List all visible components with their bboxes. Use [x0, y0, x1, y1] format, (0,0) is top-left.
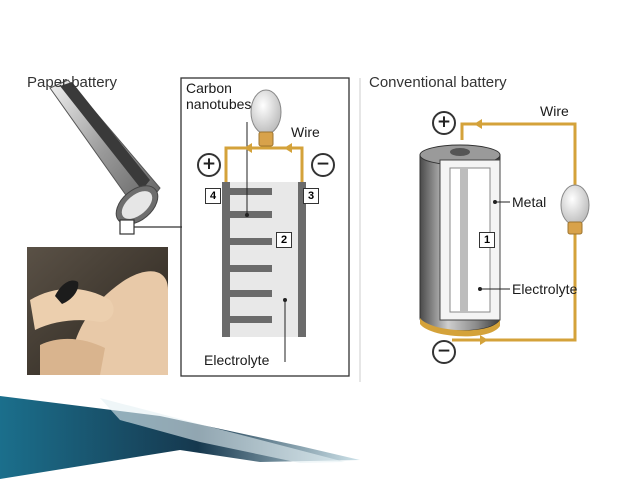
carbon-nanotubes-label-line2: nanotubes — [186, 96, 251, 112]
paper-number-4: 4 — [205, 188, 221, 204]
paper-battery-tube-illustration — [50, 80, 182, 234]
slide-swoosh-decoration — [0, 396, 360, 479]
conventional-minus-terminal-icon: − — [432, 340, 456, 364]
conventional-battery-title: Conventional battery — [369, 74, 507, 91]
conventional-number-1: 1 — [479, 232, 495, 248]
paper-minus-terminal-icon: − — [311, 153, 335, 177]
paper-number-3: 3 — [303, 188, 319, 204]
conventional-battery-cylinder — [420, 145, 510, 336]
zoom-marker — [120, 220, 134, 234]
conventional-battery-bulb — [561, 185, 589, 234]
paper-number-2: 2 — [276, 232, 292, 248]
paper-battery-cell — [222, 122, 306, 362]
paper-battery-wire — [226, 143, 302, 182]
conventional-wire-label: Wire — [540, 103, 569, 119]
paper-electrolyte-label: Electrolyte — [204, 352, 269, 368]
paper-battery-bulb — [251, 90, 281, 146]
metal-label: Metal — [512, 194, 546, 210]
paper-plus-terminal-icon: + — [197, 153, 221, 177]
paper-wire-label: Wire — [291, 124, 320, 140]
carbon-nanotubes-label-line1: Carbon — [186, 80, 232, 96]
conventional-electrolyte-label: Electrolyte — [512, 281, 577, 297]
paper-battery-photo — [27, 247, 168, 375]
conventional-plus-terminal-icon: + — [432, 111, 456, 135]
paper-battery-title: Paper battery — [27, 74, 117, 91]
